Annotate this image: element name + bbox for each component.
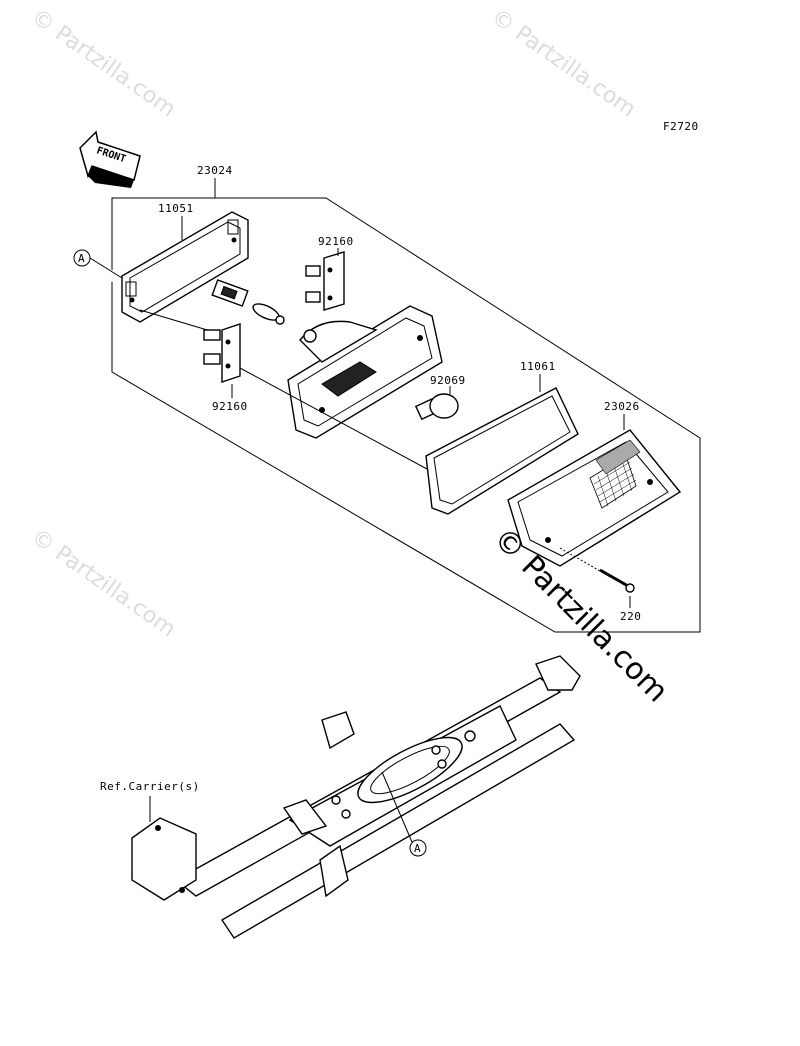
figure-code: F2720 bbox=[663, 120, 699, 133]
socket-bottom: 92160 bbox=[203, 323, 248, 413]
assembly-bracket: 23024 bbox=[111, 164, 701, 633]
front-arrow: FRONT bbox=[79, 130, 141, 188]
label-11051: 11051 bbox=[158, 202, 194, 215]
gasket-rear: 11051 bbox=[121, 202, 249, 323]
lens: 23026 bbox=[507, 400, 682, 567]
label-220: 220 bbox=[620, 610, 641, 623]
watermark-mid-left: © Partzilla.com bbox=[27, 524, 180, 642]
ref-marker-top: A bbox=[73, 249, 123, 279]
label-ref-carrier: Ref.Carrier(s) bbox=[100, 780, 200, 793]
watermark-top-left: © Partzilla.com bbox=[27, 4, 180, 122]
label-23026: 23026 bbox=[604, 400, 640, 413]
screw: 220 bbox=[559, 547, 641, 623]
gasket-lens: 11061 bbox=[425, 360, 579, 515]
ref-marker-bottom: A bbox=[381, 771, 427, 857]
watermark-top-right: © Partzilla.com bbox=[487, 4, 640, 122]
ref-carrier: Ref.Carrier(s) bbox=[100, 780, 200, 822]
ref-marker-top-letter: A bbox=[78, 252, 85, 265]
label-92069: 92069 bbox=[430, 374, 466, 387]
lamp-housing bbox=[239, 305, 443, 477]
bulb: 92069 bbox=[414, 374, 466, 421]
ref-marker-bottom-letter: A bbox=[414, 842, 421, 855]
lens-grid bbox=[593, 460, 637, 507]
carrier-frame bbox=[131, 655, 581, 939]
connector bbox=[139, 279, 285, 333]
socket-top: 92160 bbox=[305, 235, 354, 311]
label-11061: 11061 bbox=[520, 360, 556, 373]
label-23024: 23024 bbox=[197, 164, 233, 177]
label-92160-top: 92160 bbox=[318, 235, 354, 248]
label-92160-bottom: 92160 bbox=[212, 400, 248, 413]
